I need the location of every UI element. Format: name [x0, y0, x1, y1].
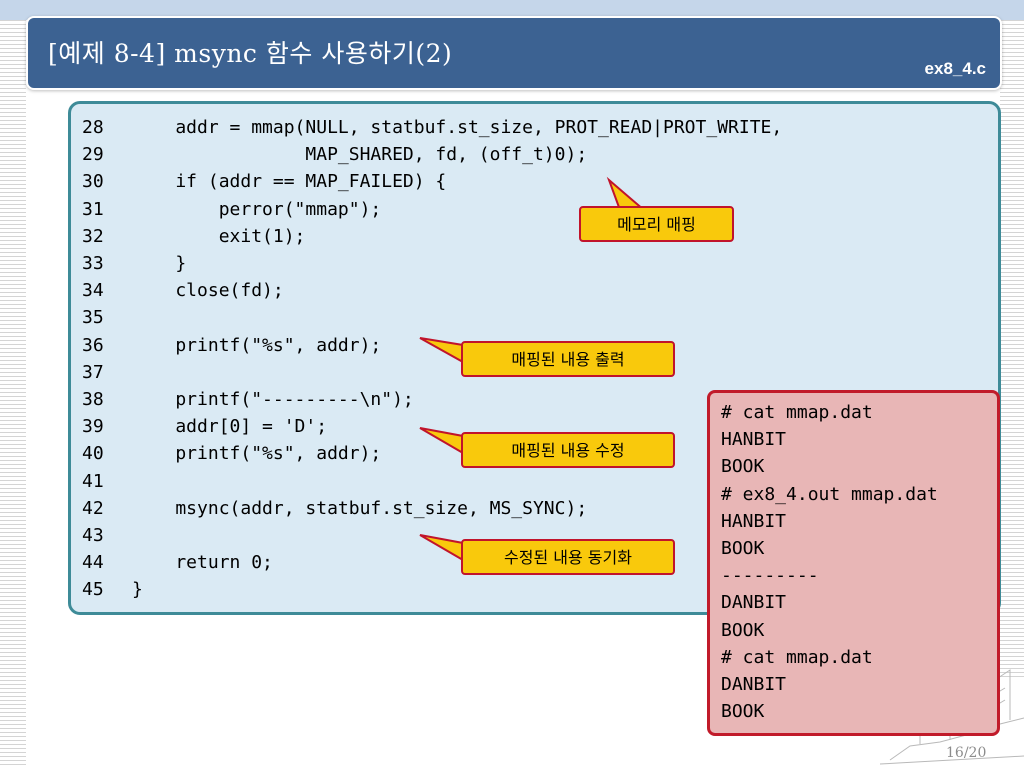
callout-memory-mapping: 메모리 매핑 — [579, 206, 734, 242]
line-number: 31 — [82, 198, 104, 220]
line-number: 44 — [82, 552, 104, 574]
line-code: return 0; — [132, 552, 273, 574]
code-line: 30 if (addr == MAP_FAILED) { — [82, 168, 446, 195]
code-line: 29 MAP_SHARED, fd, (off_t)0); — [82, 141, 587, 168]
output-line: BOOK — [721, 456, 765, 478]
line-code: if (addr == MAP_FAILED) { — [132, 171, 447, 193]
code-line: 39 addr[0] = 'D'; — [82, 413, 327, 440]
line-number: 32 — [82, 225, 104, 247]
line-number: 37 — [82, 361, 104, 383]
output-line: # ex8_4.out mmap.dat — [721, 483, 938, 505]
code-line: 31 perror("mmap"); — [82, 196, 381, 223]
output-line: DANBIT — [721, 592, 787, 614]
line-number: 41 — [82, 470, 104, 492]
line-code: printf("---------\n"); — [132, 389, 414, 410]
code-line: 34 close(fd); — [82, 277, 284, 304]
callout-sync-modified: 수정된 내용 동기화 — [461, 539, 675, 575]
code-line: 38 printf("---------\n"); — [82, 386, 414, 413]
line-number: 39 — [82, 416, 104, 438]
output-line: HANBIT — [721, 510, 787, 532]
code-line: 41 — [82, 468, 132, 495]
code-line: 28 addr = mmap(NULL, statbuf.st_size, PR… — [82, 114, 782, 141]
callout-print-mapped: 매핑된 내용 출력 — [461, 341, 675, 377]
line-code: addr = mmap(NULL, statbuf.st_size, PROT_… — [132, 117, 783, 138]
line-number: 38 — [82, 389, 104, 410]
line-number: 45 — [82, 579, 104, 601]
line-number: 30 — [82, 171, 104, 193]
line-code: msync(addr, statbuf.st_size, MS_SYNC); — [132, 497, 588, 519]
code-line: 42 msync(addr, statbuf.st_size, MS_SYNC)… — [82, 495, 587, 522]
line-code: addr[0] = 'D'; — [132, 416, 328, 438]
code-line: 33 } — [82, 250, 186, 277]
line-number: 34 — [82, 280, 104, 302]
line-number: 42 — [82, 497, 104, 519]
code-line: 44 return 0; — [82, 549, 273, 576]
line-number: 29 — [82, 144, 104, 166]
output-line: BOOK — [721, 538, 765, 559]
title-bar: [예제 8-4] msync 함수 사용하기(2) ex8_4.c — [26, 16, 1002, 90]
line-code: printf("%s", addr); — [132, 334, 382, 356]
line-code: } — [132, 579, 143, 601]
line-code: MAP_SHARED, fd, (off_t)0); — [132, 144, 588, 166]
line-number: 35 — [82, 307, 104, 329]
line-code: perror("mmap"); — [132, 198, 382, 220]
left-decor-lines — [0, 20, 26, 768]
line-number: 33 — [82, 253, 104, 274]
code-line: 43 — [82, 522, 132, 549]
terminal-output-panel — [707, 390, 1000, 736]
line-number: 28 — [82, 117, 104, 138]
slide-title: [예제 8-4] msync 함수 사용하기(2) — [48, 39, 453, 68]
line-code: printf("%s", addr); — [132, 443, 382, 465]
output-line: # cat mmap.dat — [721, 646, 873, 668]
line-number: 36 — [82, 334, 104, 356]
top-decor-stripe — [0, 0, 1024, 20]
code-line: 45} — [82, 576, 143, 603]
line-number: 43 — [82, 525, 104, 546]
output-line: --------- — [721, 565, 819, 587]
line-code: } — [132, 253, 187, 274]
code-line: 40 printf("%s", addr); — [82, 440, 381, 467]
callout-modify-mapped: 매핑된 내용 수정 — [461, 432, 675, 468]
code-line: 35 — [82, 304, 132, 331]
output-line: # cat mmap.dat — [721, 402, 873, 423]
output-line: HANBIT — [721, 429, 787, 451]
line-code: exit(1); — [132, 225, 306, 247]
output-line: DANBIT — [721, 674, 787, 695]
line-number: 40 — [82, 443, 104, 465]
output-line: BOOK — [721, 701, 765, 723]
line-code: close(fd); — [132, 280, 284, 302]
output-line: BOOK — [721, 619, 765, 641]
code-line: 37 — [82, 359, 132, 386]
page-number: 16/20 — [946, 745, 987, 761]
right-decor-lines — [1000, 20, 1024, 680]
code-line: 36 printf("%s", addr); — [82, 332, 381, 359]
source-filename: ex8_4.c — [924, 59, 986, 78]
code-line: 32 exit(1); — [82, 223, 305, 250]
